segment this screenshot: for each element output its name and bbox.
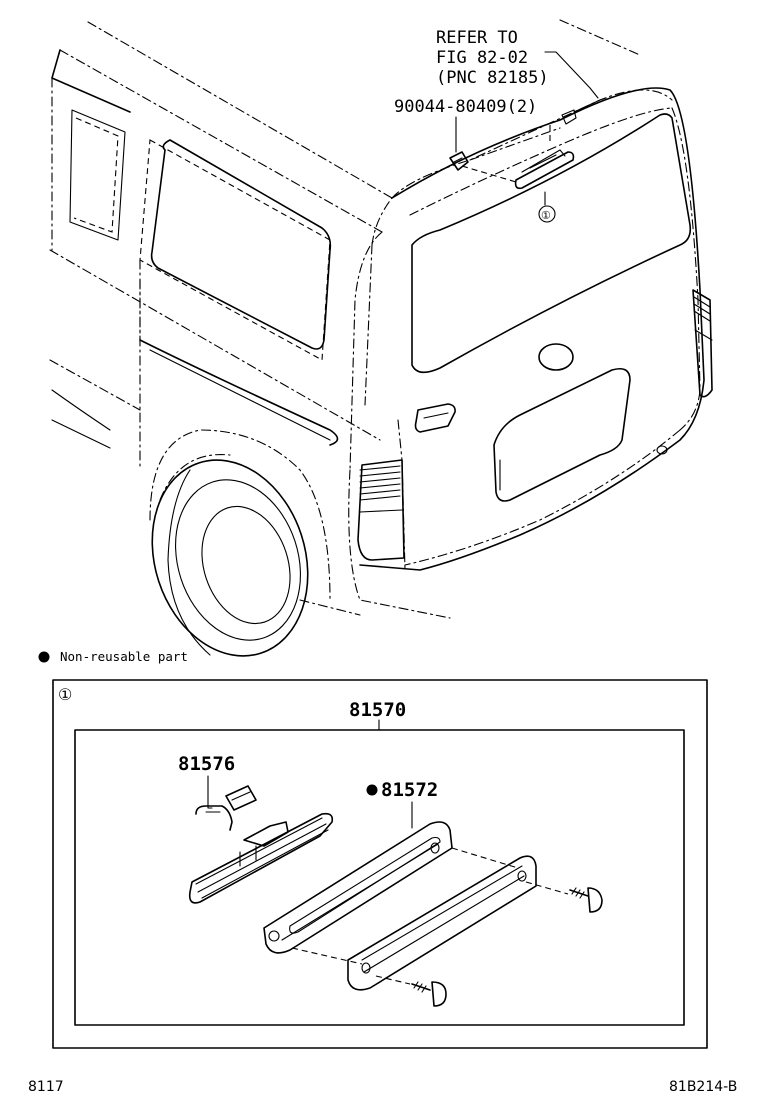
refer-to-line1: REFER TO [436,28,518,48]
lamp-assembly-drawing [188,785,334,904]
footer-right-code: 81B214-B [669,1079,737,1095]
van-rear-illustration [49,19,713,657]
legend-text: Non-reusable part [60,649,188,664]
detail-callout-marker: ① [58,685,72,704]
gasket-part-number: 81572 [381,779,438,801]
callout-leaders [455,51,599,223]
screw-right-drawing [569,887,603,913]
assembly-part-number: 81570 [349,699,406,721]
refer-to-line3: (PNC 82185) [436,68,549,88]
base-plate-drawing [347,855,537,991]
screw-left-drawing [411,981,447,1007]
bolt-part-number: 90044-80409(2) [394,97,537,117]
detail-box-outer [52,679,708,1049]
lamp-part-number: 81576 [178,753,235,775]
detail-box-inner [74,729,685,1026]
callout-1-marker: ① [541,209,551,222]
footer-left-code: 8117 [28,1079,64,1095]
refer-to-line2: FIG 82-02 [436,48,528,68]
filled-circle-icon [38,651,50,663]
gasket-non-reusable-icon [366,784,378,796]
